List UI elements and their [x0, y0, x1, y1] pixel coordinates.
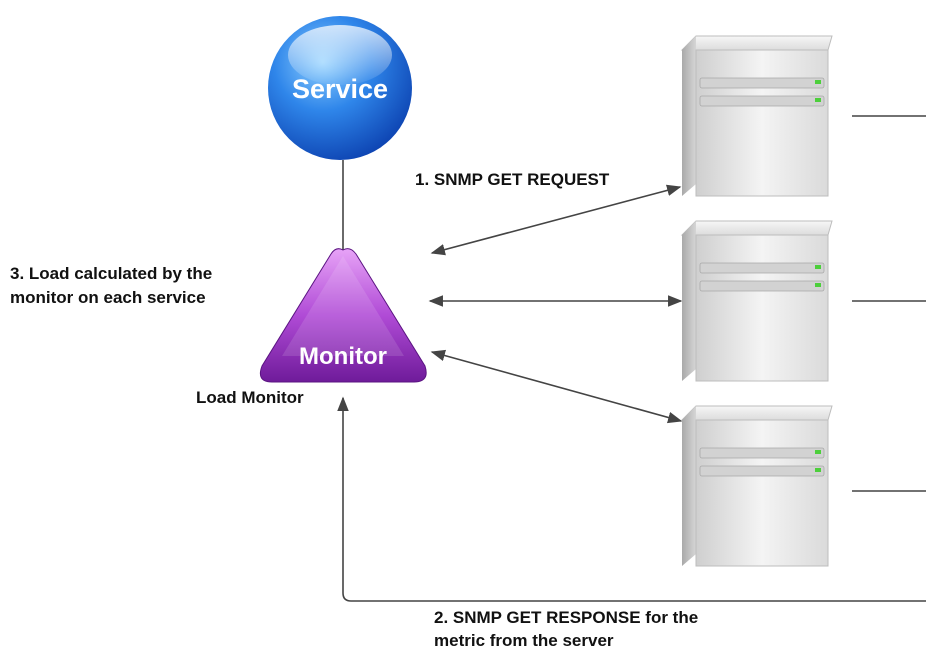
server-1-icon[interactable] [680, 35, 833, 197]
service-node[interactable]: Service [268, 16, 412, 160]
step1-label: 1. SNMP GET REQUEST [415, 170, 610, 189]
server-2-icon[interactable] [680, 220, 833, 382]
step3-label-line2: monitor on each service [10, 288, 206, 307]
arrow-monitor-server-1 [430, 184, 682, 256]
step2-label-line2: metric from the server [434, 631, 614, 650]
server-3-icon[interactable] [680, 405, 833, 567]
step3-label-line1: 3. Load calculated by the [10, 264, 213, 283]
service-node-label: Service [292, 74, 388, 104]
step2-label-line1: 2. SNMP GET RESPONSE for the [434, 608, 699, 627]
monitor-node-label: Monitor [299, 343, 387, 370]
response-feedback-path [337, 396, 926, 602]
monitor-node[interactable]: Monitor [259, 248, 427, 383]
arrow-monitor-server-3 [430, 349, 683, 424]
monitor-caption: Load Monitor [196, 388, 304, 407]
